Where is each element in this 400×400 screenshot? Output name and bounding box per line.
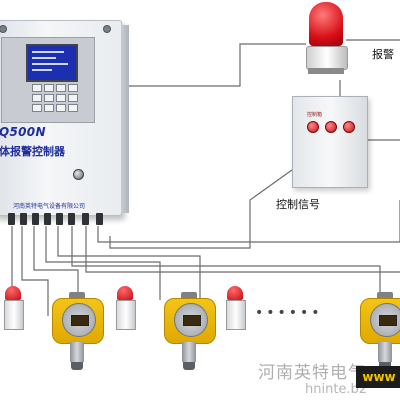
wire-det-4 bbox=[45, 226, 161, 300]
screw-icon bbox=[0, 25, 7, 33]
relay-button-icon bbox=[307, 121, 319, 133]
screw-icon bbox=[103, 25, 111, 33]
control-signal-label: 控制信号 bbox=[276, 198, 320, 211]
relay-button-icon bbox=[343, 121, 355, 133]
wire-det-6 bbox=[71, 226, 381, 300]
watermark-text: 河南英特电气 bbox=[258, 363, 366, 383]
gas-detector-icon bbox=[164, 292, 216, 370]
alarm-beacon-icon bbox=[306, 2, 348, 78]
controller-title: 体报警控制器 bbox=[0, 145, 65, 158]
controller-model: Q500N bbox=[0, 125, 46, 139]
controller-side-panel bbox=[121, 25, 129, 213]
wire-det-3 bbox=[33, 226, 79, 300]
wire-to-relay bbox=[109, 169, 293, 249]
sound-light-alarm-icon bbox=[4, 286, 24, 330]
controller-company: 河南英特电气设备有限公司 bbox=[13, 203, 86, 210]
more-devices-ellipsis: •••••• bbox=[255, 305, 323, 321]
gas-detector-icon bbox=[360, 292, 400, 370]
wire-det-7 bbox=[85, 226, 400, 273]
gas-alarm-controller: Q500N 体报警控制器 河南英特电气设备有限公司 bbox=[0, 20, 129, 216]
wire-det-2 bbox=[21, 226, 49, 316]
key-lock-icon bbox=[73, 169, 84, 180]
sound-light-alarm-icon bbox=[226, 286, 246, 330]
keypad bbox=[32, 84, 86, 118]
sound-light-alarm-icon bbox=[116, 286, 136, 330]
watermark-logo: www bbox=[356, 366, 400, 388]
relay-box-label: 控制箱 bbox=[307, 112, 323, 118]
relay-control-box: 控制箱 bbox=[292, 96, 368, 188]
lcd-screen bbox=[26, 44, 78, 82]
wire-to-beacon bbox=[124, 43, 306, 87]
alarm-label: 报警 bbox=[372, 48, 394, 61]
watermark-url: hninte.b2 bbox=[305, 382, 368, 397]
wire-det-8 bbox=[97, 200, 400, 243]
control-panel bbox=[1, 37, 95, 123]
gas-detector-icon bbox=[52, 292, 104, 370]
cable-glands bbox=[2, 213, 126, 227]
wire-det-5 bbox=[57, 226, 201, 300]
relay-button-icon bbox=[325, 121, 337, 133]
